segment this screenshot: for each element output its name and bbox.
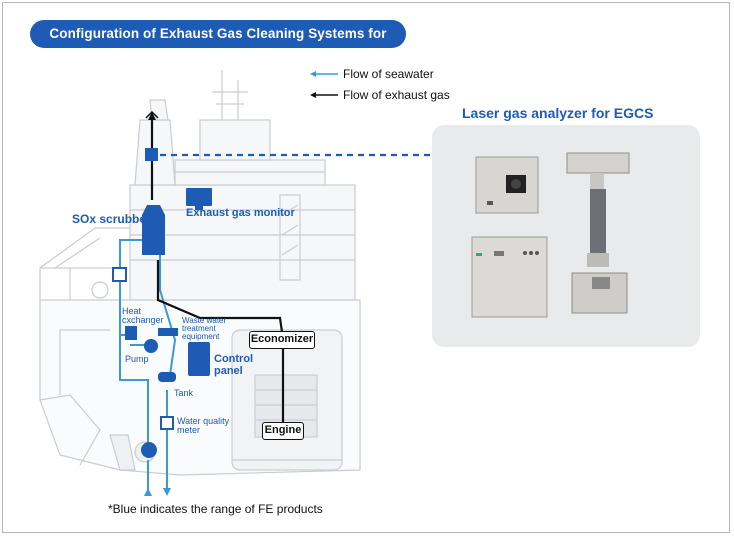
legend-exhaust: Flow of exhaust gas (343, 88, 450, 102)
exhaust-outlet-tip (145, 110, 159, 119)
label-tank: Tank (174, 388, 194, 398)
fe-products (112, 148, 212, 458)
analyzer-photo-panel (432, 125, 700, 347)
diagram-title: Configuration of Exhaust Gas Cleaning Sy… (30, 20, 406, 69)
analyzer-control-cabinet (471, 236, 548, 318)
legend-seawater: Flow of seawater (343, 67, 434, 81)
ship-outline (39, 70, 361, 476)
label-sox-scrubber: SOx scrubber (72, 212, 151, 226)
seawater-arrowheads (144, 488, 171, 496)
legend-arrows (310, 71, 338, 98)
economizer-box: Economizer (249, 331, 315, 349)
analyzer-device-illustrations (471, 152, 630, 318)
label-water-quality-meter: Water quality meter (177, 416, 230, 435)
footnote: *Blue indicates the range of FE products (108, 502, 323, 516)
analyzer-sensor-unit (475, 156, 539, 214)
label-heat-exchanger: Heat cxchanger (122, 306, 164, 325)
label-pump: Pump (125, 354, 149, 364)
analyzer-title: Laser gas analyzer for EGCS (462, 105, 654, 121)
engine-box: Engine (262, 422, 304, 440)
seawater-flow (119, 239, 177, 490)
label-exhaust-gas-monitor: Exhaust gas monitor (186, 207, 295, 219)
label-control-panel: Control panel (214, 353, 254, 377)
exhaust-outlet-arrow (148, 112, 156, 120)
analyzer-probe (566, 152, 630, 314)
label-waste-water: Waste water treatment equipment (182, 316, 227, 341)
